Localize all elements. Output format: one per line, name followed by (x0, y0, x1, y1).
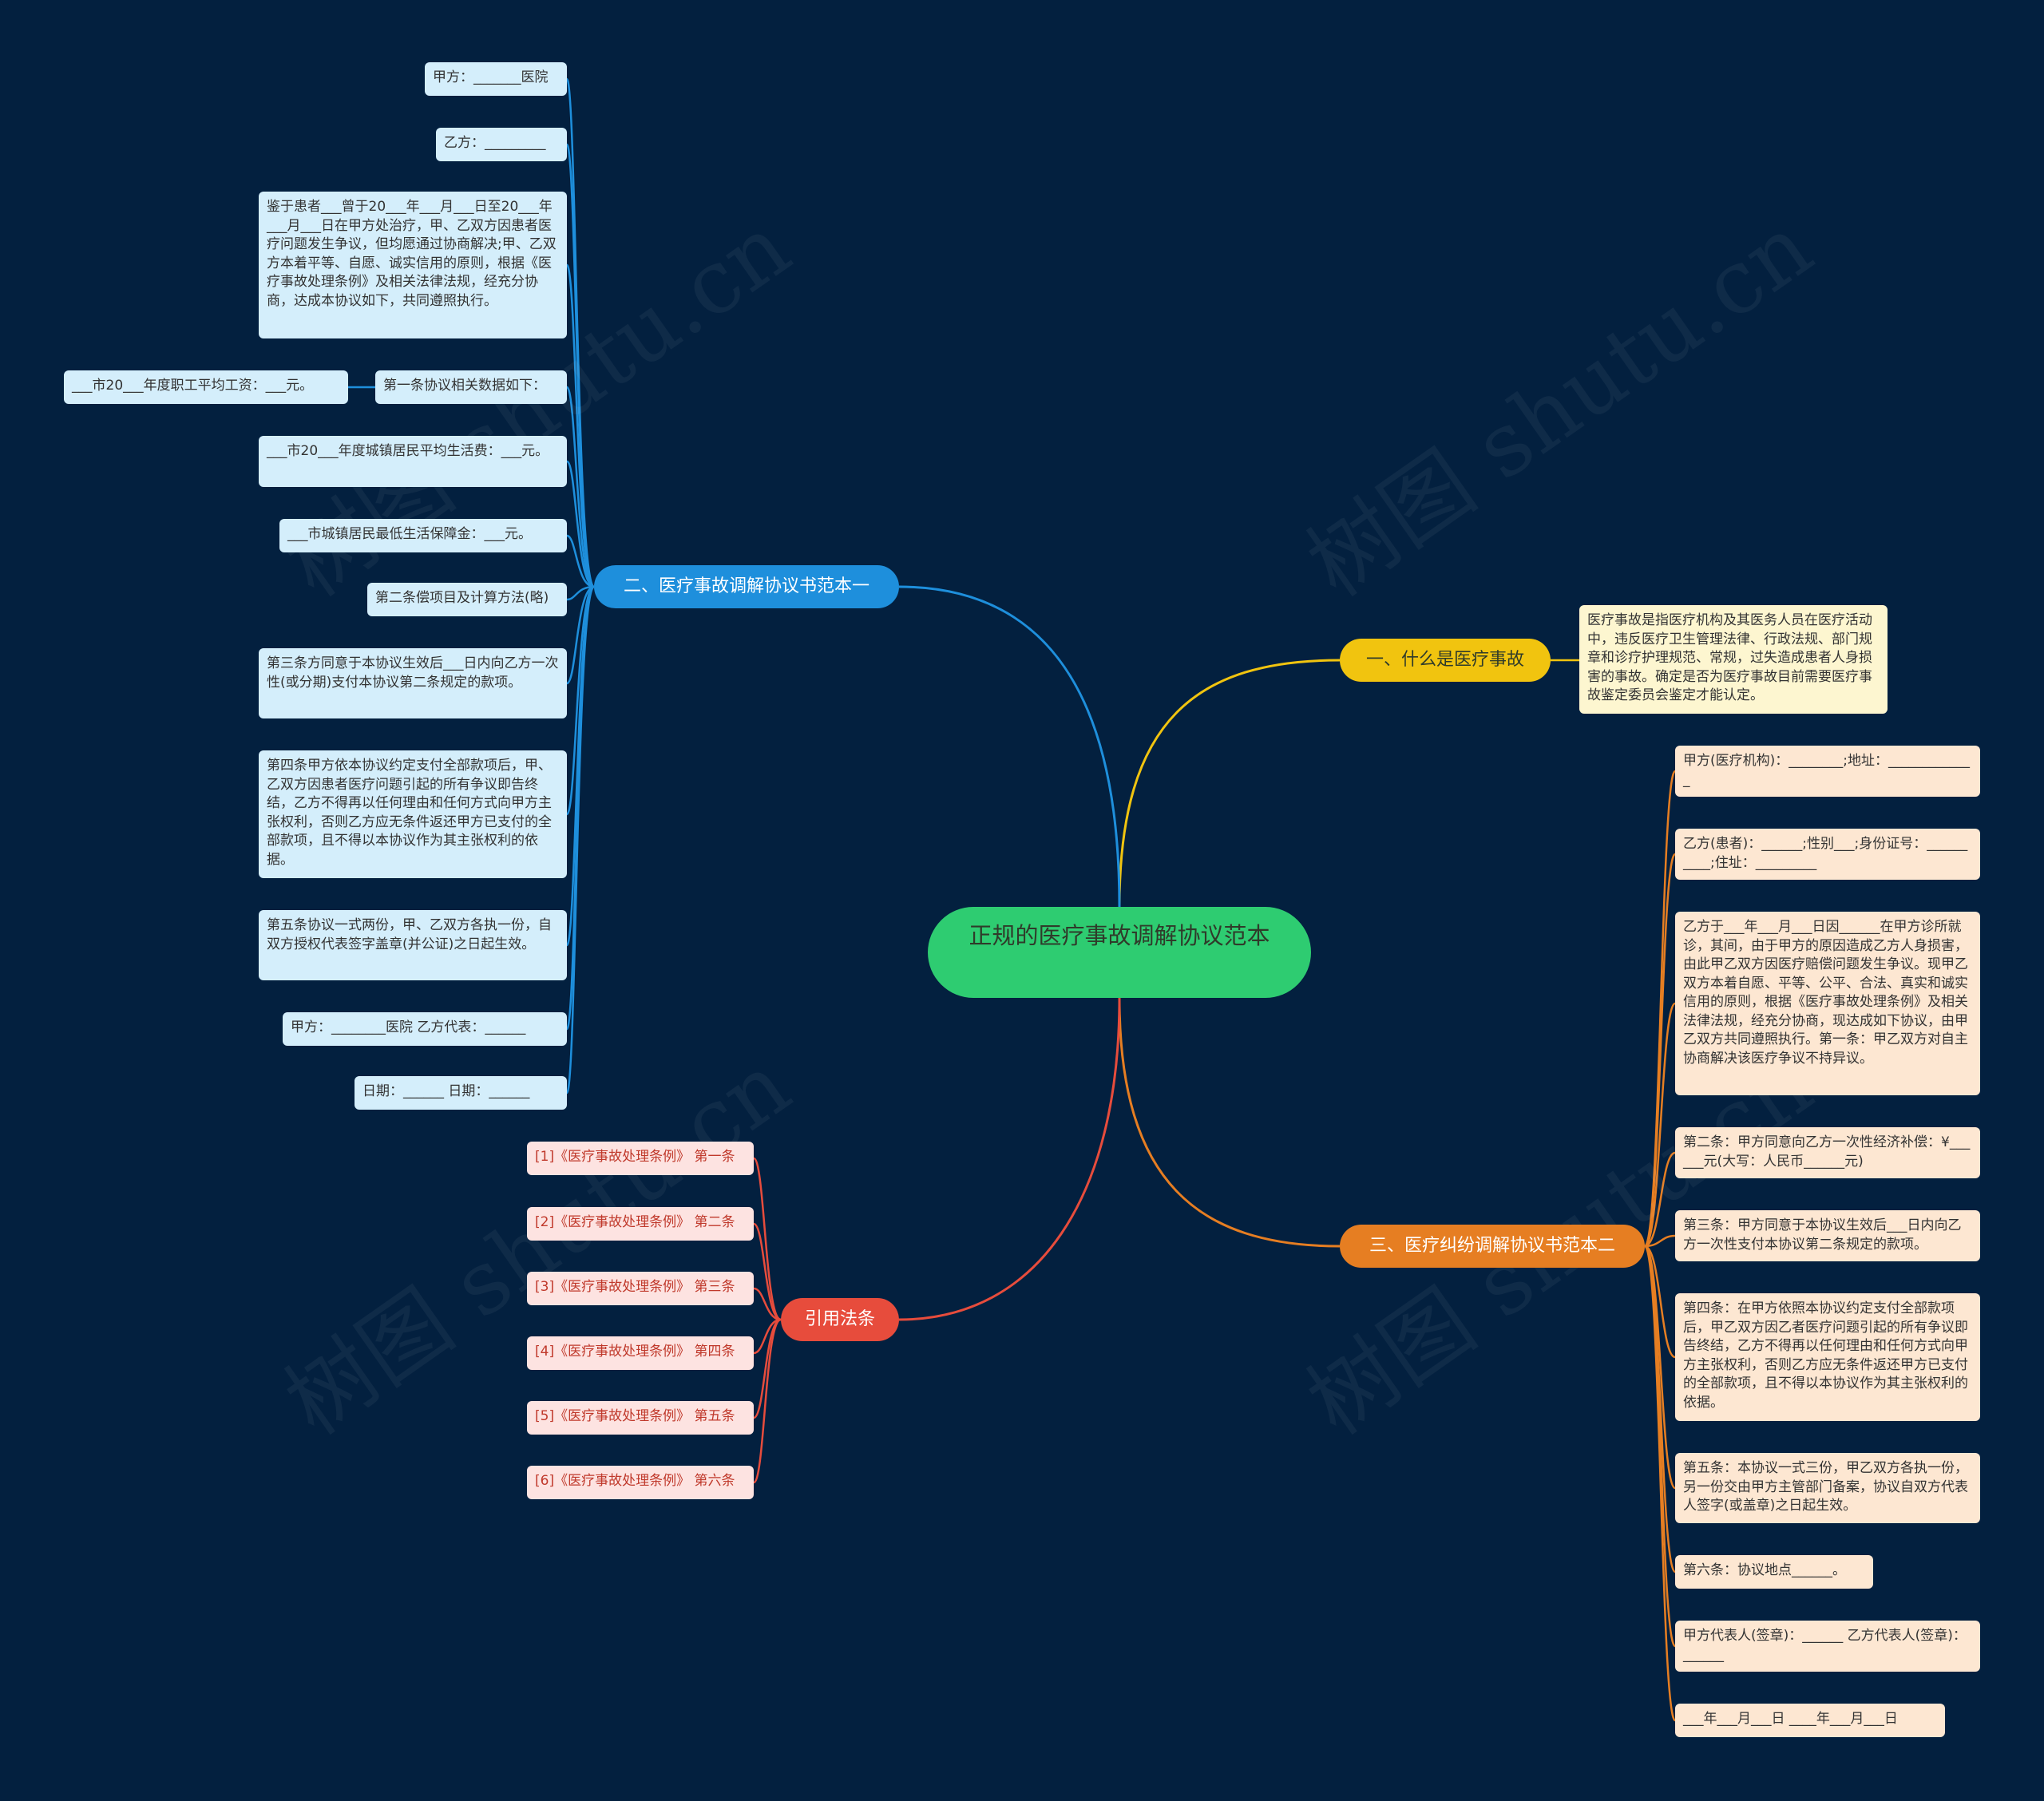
leaf-representatives[interactable]: 甲方代表人(签章)：______ 乙方代表人(签章)：______ (1675, 1621, 1980, 1672)
leaf-signature[interactable]: 甲方：________医院 乙方代表：______ (283, 1012, 567, 1046)
leaf-article-3-b[interactable]: 第三条：甲方同意于本协议生效后___日内向乙方一次性支付本协议第二条规定的款项。 (1675, 1210, 1980, 1261)
leaf-minimum-allowance[interactable]: ___市城镇居民最低生活保障金：___元。 (279, 519, 567, 552)
link-b3-leaf (1643, 1245, 1677, 1722)
leaf-article-3[interactable]: 第三条方同意于本协议生效后___日内向乙方一次性(或分期)支付本协议第二条规定的… (259, 648, 567, 718)
link-b2-leaf (565, 460, 595, 588)
leaf-preamble-2[interactable]: 乙方于___年___月___日因______在甲方诊所就诊，其间，由于甲方的原因… (1675, 912, 1980, 1095)
leaf-law-1[interactable]: [1]《医疗事故处理条例》 第一条 (527, 1142, 754, 1175)
leaf-law-4[interactable]: [4]《医疗事故处理条例》 第四条 (527, 1336, 754, 1370)
link-b3-leaf (1644, 1151, 1676, 1248)
link-b3-leaf (1644, 1245, 1676, 1359)
leaf-article-6-b[interactable]: 第六条：协议地点______。 (1675, 1555, 1873, 1589)
link-b2-leaf (565, 585, 595, 685)
leaf-law-3[interactable]: [3]《医疗事故处理条例》 第三条 (527, 1272, 754, 1305)
leaf-party-b-info[interactable]: 乙方(患者)：______;性别___;身份证号：__________;住址：_… (1675, 829, 1980, 880)
leaf-article-5[interactable]: 第五条协议一式两份，甲、乙双方各执一份，自双方授权代表签字盖章(并公证)之日起生… (259, 910, 567, 980)
leaf-party-a[interactable]: 甲方：_______医院 (425, 62, 567, 96)
leaf-article-2-b[interactable]: 第二条：甲方同意向乙方一次性经济补偿：¥______元(大写：人民币______… (1675, 1127, 1980, 1178)
link-b3-leaf (1643, 1002, 1677, 1248)
link-b2-leaf (565, 143, 596, 588)
branch-agreement-template-1[interactable]: 二、医疗事故调解协议书范本一 (594, 565, 899, 608)
leaf-party-a-info[interactable]: 甲方(医疗机构)：________;地址：_____________ (1675, 746, 1980, 797)
link-root-b3 (1118, 997, 1341, 1248)
link-b3-leaf (1643, 853, 1677, 1248)
leaf-article-4-b[interactable]: 第四条：在甲方依照本协议约定支付全部款项后，甲乙双方因乙者医疗问题引起的所有争议… (1675, 1293, 1980, 1421)
link-b4-leaf (753, 1287, 782, 1321)
leaf-article-1[interactable]: 第一条协议相关数据如下： (375, 370, 567, 404)
leaf-law-2[interactable]: [2]《医疗事故处理条例》 第二条 (527, 1207, 754, 1241)
link-b2-leaf (565, 77, 596, 588)
link-b4-leaf (752, 1157, 782, 1321)
leaf-party-b[interactable]: 乙方：_________ (436, 128, 567, 161)
leaf-article-4[interactable]: 第四条甲方依本协议约定支付全部款项后，甲、乙双方因患者医疗问题引起的所有争议即告… (259, 750, 567, 878)
link-root-b2 (898, 585, 1121, 908)
link-b3-leaf (1643, 770, 1677, 1248)
link-root-b4 (898, 997, 1121, 1321)
leaf-law-5[interactable]: [5]《医疗事故处理条例》 第五条 (527, 1401, 754, 1435)
leaf-average-wage[interactable]: ___市20___年度职工平均工资：___元。 (64, 370, 348, 404)
leaf-living-cost[interactable]: ___市20___年度城镇居民平均生活费：___元。 (259, 436, 567, 487)
link-b3-leaf (1644, 1234, 1676, 1248)
link-root-b1 (1118, 659, 1341, 908)
leaf-definition[interactable]: 医疗事故是指医疗机构及其医务人员在医疗活动中，违反医疗卫生管理法律、行政法规、部… (1579, 605, 1888, 714)
link-b2-leaf (566, 534, 595, 588)
link-b2-leaf (566, 585, 595, 601)
leaf-article-2[interactable]: 第二条偿项目及计算方法(略) (367, 583, 567, 616)
branch-what-is-medical-accident[interactable]: 一、什么是医疗事故 (1340, 639, 1551, 682)
leaf-dates-b[interactable]: ___年___月___日 ____年___月___日 (1675, 1704, 1945, 1737)
link-b2-leaf (565, 386, 595, 588)
leaf-preamble[interactable]: 鉴于患者___曾于20___年___月___日至20___年___月___日在甲… (259, 192, 567, 338)
leaf-law-6[interactable]: [6]《医疗事故处理条例》 第六条 (527, 1466, 754, 1499)
link-b2-leaf (565, 263, 596, 588)
link-b2-leaf (565, 585, 595, 816)
branch-agreement-template-2[interactable]: 三、医疗纠纷调解协议书范本二 (1340, 1225, 1645, 1268)
link-b4-leaf (752, 1318, 782, 1484)
leaf-dates[interactable]: 日期：______ 日期：______ (355, 1076, 567, 1110)
branch-cited-laws[interactable]: 引用法条 (781, 1298, 899, 1341)
link-b2-leaf (565, 585, 596, 1094)
leaf-article-5-b[interactable]: 第五条：本协议一式三份，甲乙双方各执一份，另一份交由甲方主管部门备案，协议自双方… (1675, 1453, 1980, 1523)
link-b4-leaf (753, 1222, 782, 1321)
root-topic[interactable]: 正规的医疗事故调解协议范本 (928, 907, 1311, 998)
